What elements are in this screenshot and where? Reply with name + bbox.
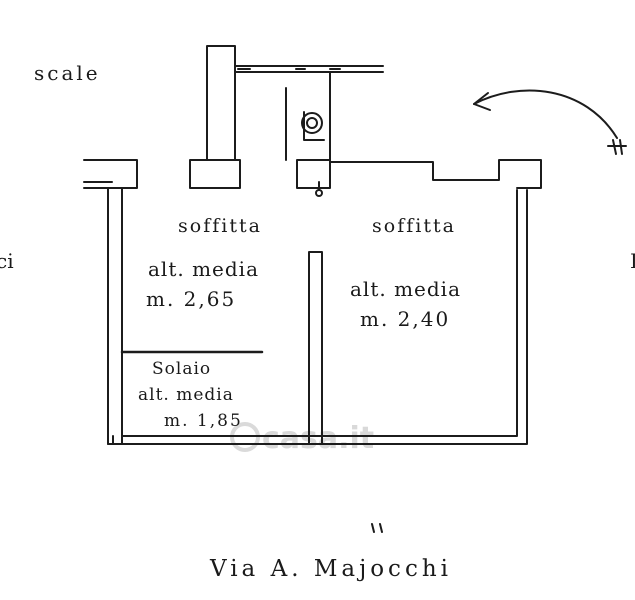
walls [83,45,542,445]
street-label: Via A. Majocchi [209,556,452,582]
stairs-label: scale [34,61,101,85]
room-right-name: soffitta [372,215,456,237]
watermark-text: casa.it [262,421,374,456]
loft-height-value: m. 1,85 [164,411,243,431]
room-right-height-label: alt. media [350,277,461,301]
room-left-name: soffitta [178,215,262,237]
loft-height-label: alt. media [138,385,234,405]
room-left-height-value: m. 2,65 [146,287,236,311]
watermark: casa.it [230,421,374,456]
north-arrow-icon [473,89,627,155]
edge-right-fragment: I [630,249,635,273]
edge-left-fragment: ci [0,249,14,273]
loft-name: Solaio [152,359,211,379]
room-right-height-value: m. 2,40 [360,307,450,331]
chimney-icon [301,111,325,141]
tick-mark [371,523,383,533]
room-left-height-label: alt. media [148,257,259,281]
